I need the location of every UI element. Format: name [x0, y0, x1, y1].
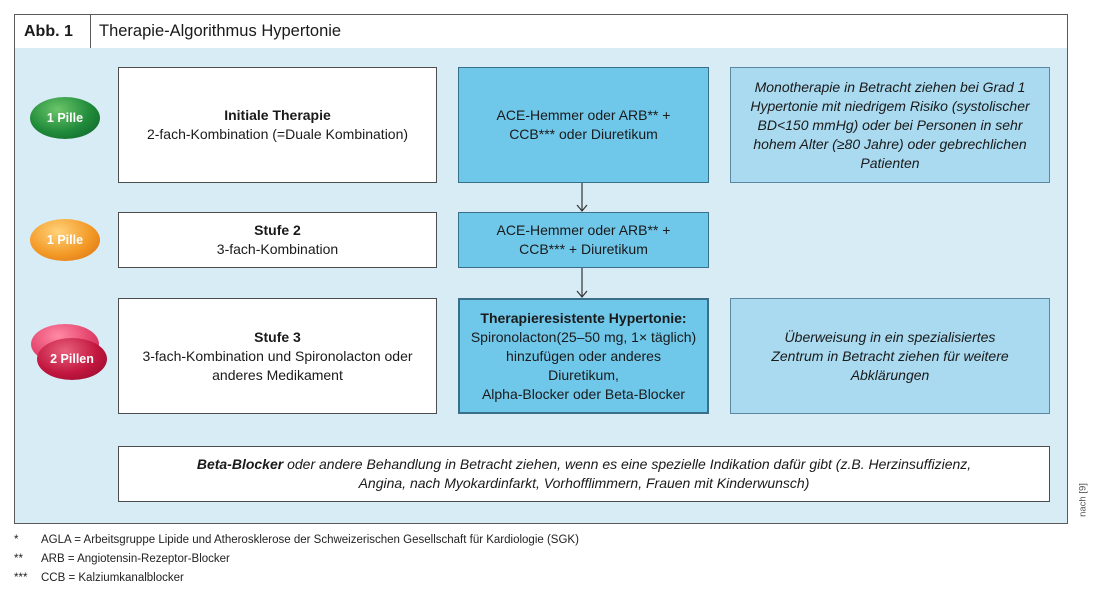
- drug-line: ACE-Hemmer oder ARB** +: [496, 222, 671, 238]
- footnote-text: ARB = Angiotensin-Rezeptor-Blocker: [41, 553, 230, 565]
- drug-box-stage-2: ACE-Hemmer oder ARB** + CCB*** + Diureti…: [458, 212, 709, 268]
- pill-label: 2 Pillen: [50, 352, 94, 366]
- note-text: Monotherapie in Betracht ziehen bei Grad…: [750, 78, 1030, 171]
- pill-red-icon: 2 Pillen: [37, 338, 107, 380]
- footnote-text: AGLA = Arbeitsgruppe Lipide und Atherosk…: [41, 534, 579, 546]
- step-title: Stufe 2: [254, 222, 301, 238]
- drug-box-stage-3: Therapieresistente Hypertonie: Spironola…: [458, 298, 709, 414]
- footnote: *** CCB = Kalziumkanalblocker: [14, 572, 184, 584]
- drug-line: ACE-Hemmer oder ARB** +: [496, 107, 671, 123]
- footnote-text: CCB = Kalziumkanalblocker: [41, 572, 184, 584]
- step-box-stage-2: Stufe 2 3-fach-Kombination: [118, 212, 437, 268]
- source-note: nach [9]: [1077, 483, 1089, 517]
- pill-label: 1 Pille: [46, 233, 84, 247]
- arrow-down-icon: [576, 268, 588, 298]
- pill-orange-icon: 1 Pille: [30, 219, 100, 261]
- footnote-mark: ***: [14, 572, 28, 584]
- step-box-stage-3: Stufe 3 3-fach-Kombination und Spironola…: [118, 298, 437, 414]
- step-title: Initiale Therapie: [224, 107, 331, 123]
- note-box-referral: Überweisung in ein spezialisiertes Zentr…: [730, 298, 1050, 414]
- arrow-down-icon: [576, 183, 588, 212]
- figure-title: Therapie-Algorithmus Hypertonie: [99, 22, 342, 40]
- drug-title: Therapieresistente Hypertonie:: [480, 309, 687, 326]
- drug-line: CCB*** oder Diuretikum: [509, 126, 658, 142]
- footnote: ** ARB = Angiotensin-Rezeptor-Blocker: [14, 553, 230, 565]
- step-title: Stufe 3: [254, 328, 301, 345]
- step-subtitle: 2-fach-Kombination (=Duale Kombination): [146, 126, 409, 142]
- figure-header: Abb. 1 Therapie-Algorithmus Hypertonie: [15, 15, 1067, 49]
- drug-line: Spironolacton(25–50 mg, 1× täglich) hinz…: [470, 328, 697, 383]
- drug-line: CCB*** + Diuretikum: [519, 241, 648, 257]
- drug-line: Alpha-Blocker oder Beta-Blocker: [481, 385, 686, 402]
- step-box-initial: Initiale Therapie 2-fach-Kombination (=D…: [118, 67, 437, 183]
- beta-blocker-text: Beta-Blocker oder andere Behandlung in B…: [179, 455, 989, 493]
- footnote: * AGLA = Arbeitsgruppe Lipide und Atheros…: [14, 534, 579, 546]
- step-subtitle: 3-fach-Kombination: [216, 241, 339, 257]
- step-subtitle: 3-fach-Kombination und Spironolacton ode…: [142, 347, 413, 383]
- footnote-mark: *: [14, 534, 19, 546]
- beta-blocker-box: Beta-Blocker oder andere Behandlung in B…: [118, 446, 1050, 502]
- figure-number: Abb. 1: [15, 15, 91, 48]
- beta-blocker-rest: oder andere Behandlung in Betracht ziehe…: [283, 456, 972, 491]
- note-box-monotherapy: Monotherapie in Betracht ziehen bei Grad…: [730, 67, 1050, 183]
- pill-green-icon: 1 Pille: [30, 97, 100, 139]
- pill-label: 1 Pille: [46, 111, 84, 125]
- note-text: Überweisung in ein spezialisiertes Zentr…: [771, 328, 1009, 383]
- footnote-mark: **: [14, 553, 23, 565]
- beta-blocker-bold: Beta-Blocker: [196, 456, 284, 472]
- drug-box-initial: ACE-Hemmer oder ARB** + CCB*** oder Diur…: [458, 67, 709, 183]
